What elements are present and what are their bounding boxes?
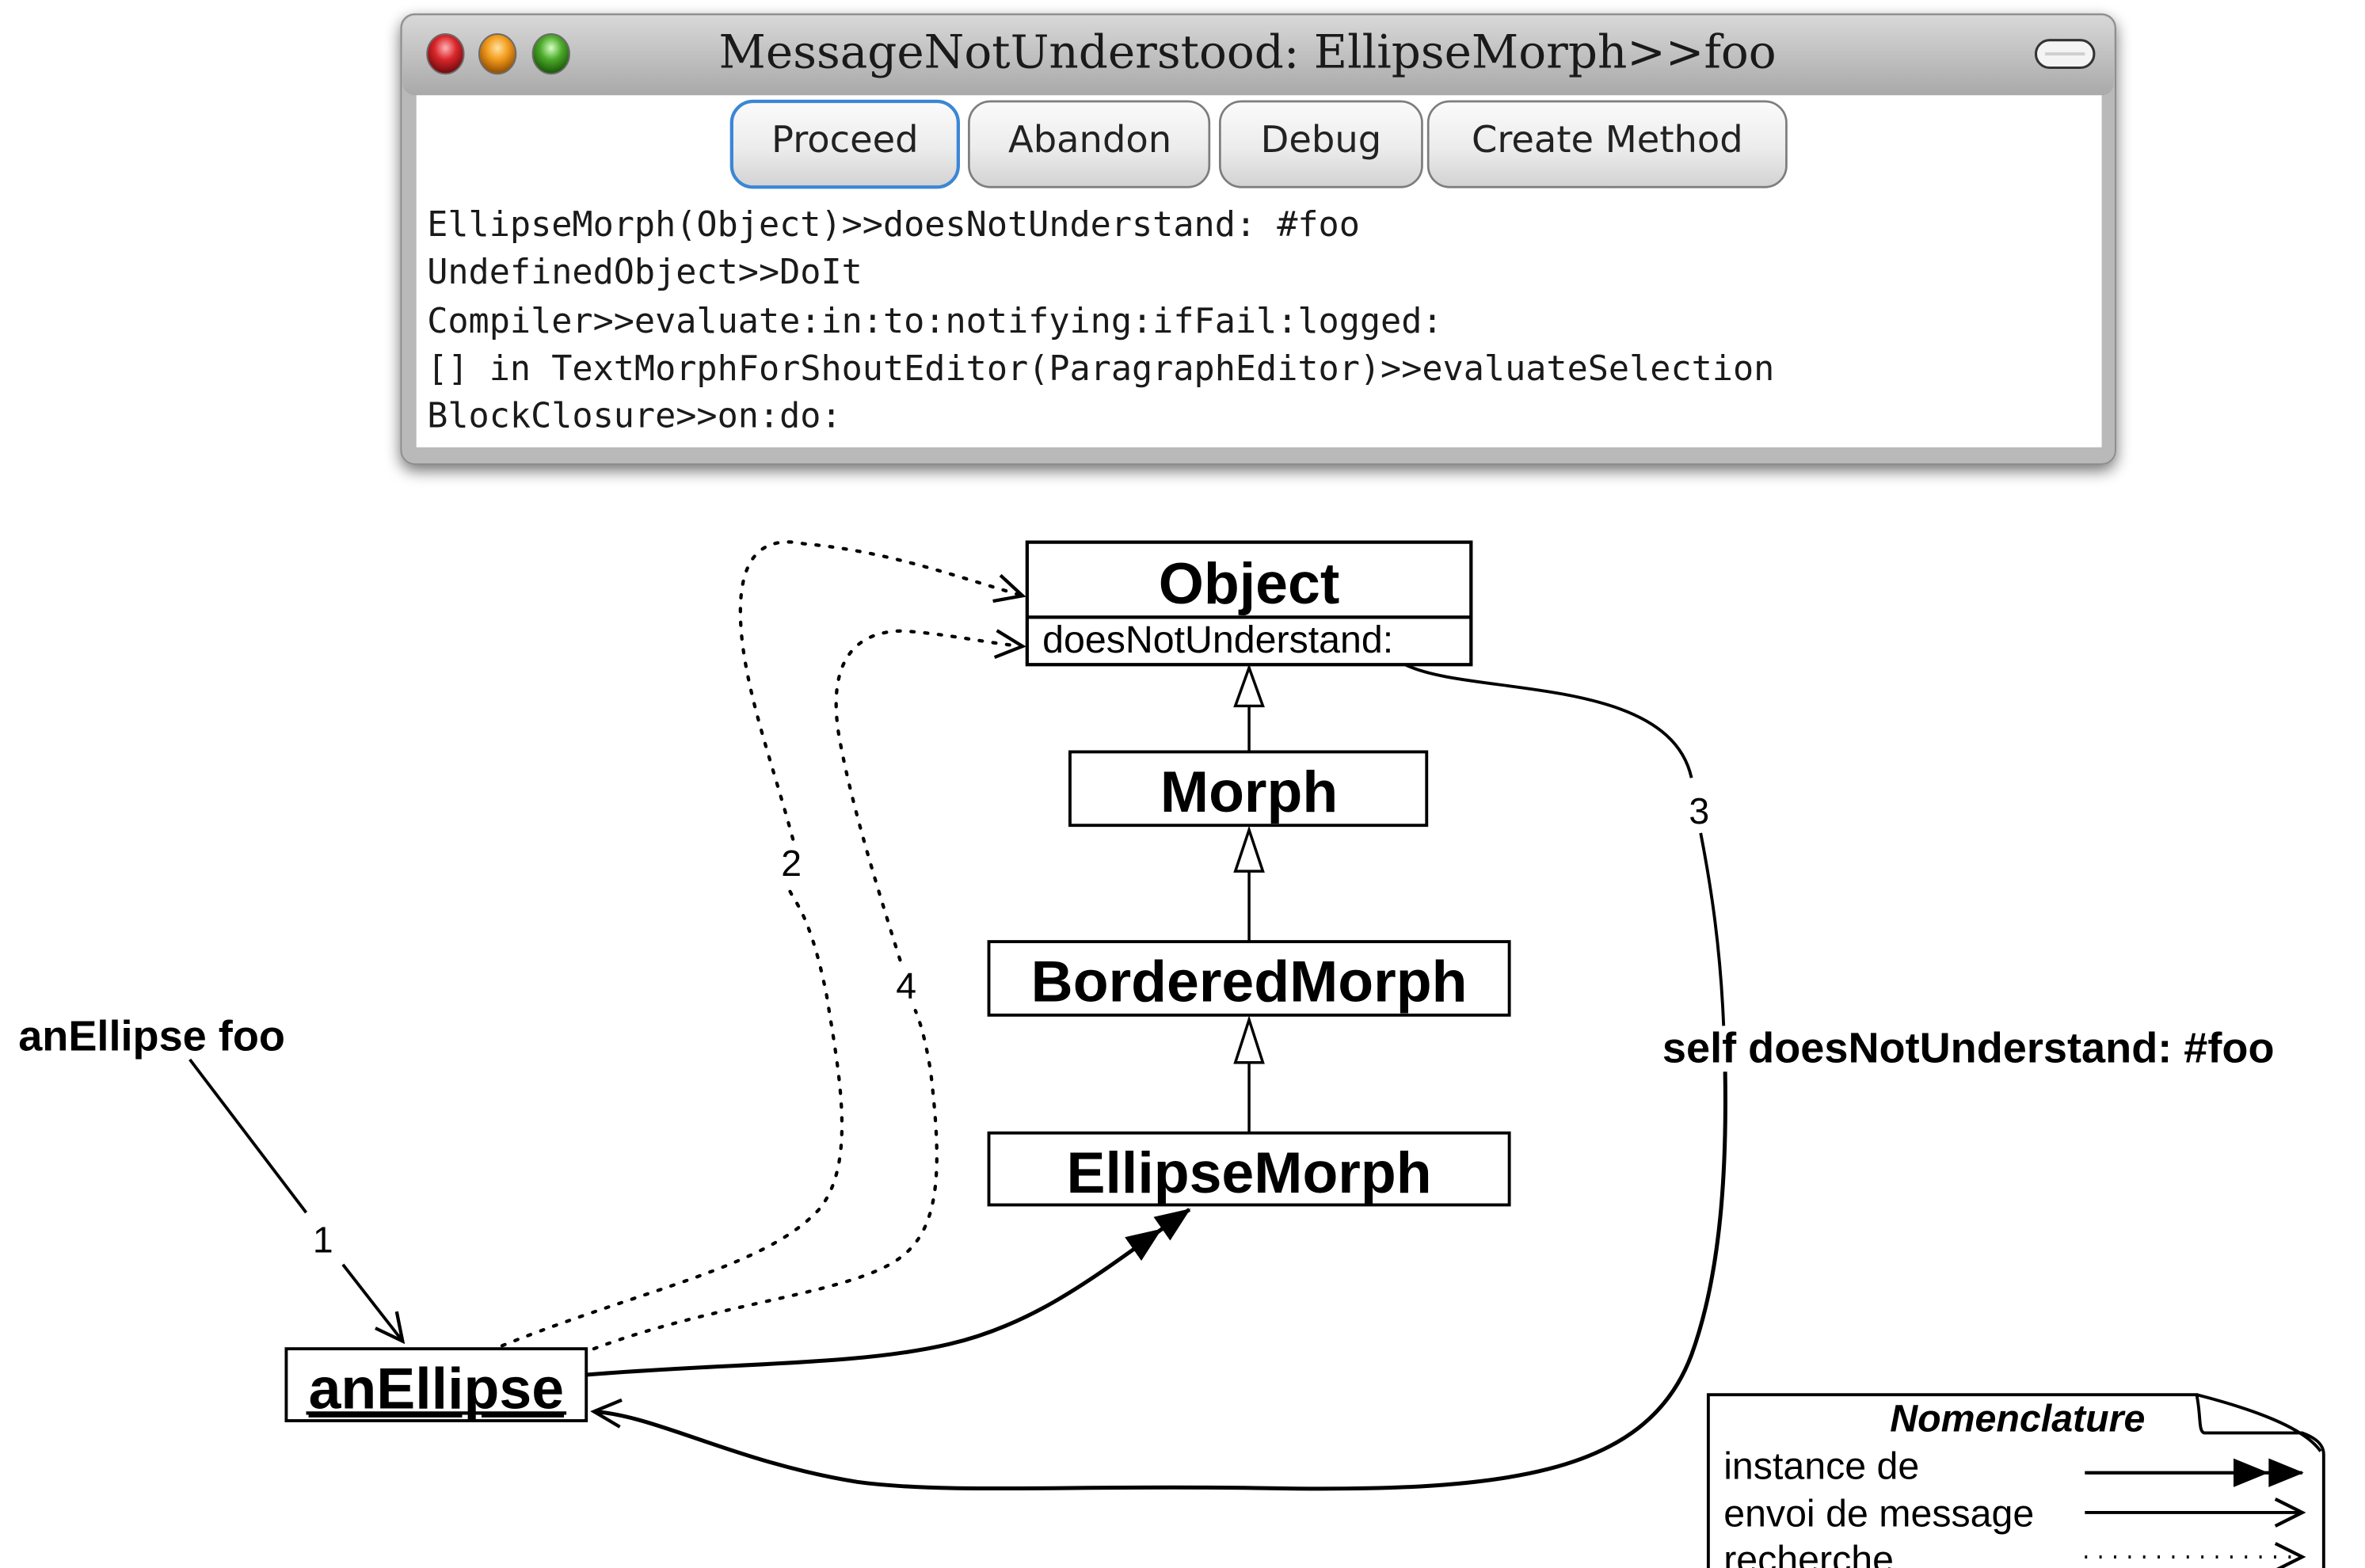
- proceed-label: Proceed: [771, 118, 919, 161]
- window-title: MessageNotUnderstood: EllipseMorph>>foo: [719, 25, 1777, 79]
- class-morph-name: Morph: [1160, 759, 1338, 824]
- debug-label: Debug: [1261, 118, 1382, 161]
- step-label-1: 1: [313, 1219, 333, 1260]
- stack-frame[interactable]: BlockClosure>>on:do:: [427, 397, 841, 436]
- message-arrow-1: 1: [189, 1058, 403, 1342]
- inheritance-arrow: [1233, 663, 1265, 752]
- collapse-button[interactable]: [2034, 39, 2096, 70]
- debug-button[interactable]: Debug: [1218, 100, 1423, 188]
- message-arrow-3: 3 self doesNotUnderstand: #foo: [594, 663, 2275, 1491]
- dnu-send-label: self doesNotUnderstand: #foo: [1662, 1025, 2275, 1072]
- class-ellipse-morph: EllipseMorph: [987, 1131, 1511, 1207]
- legend-label-lookup: recherche: [1723, 1538, 1894, 1568]
- abandon-button[interactable]: Abandon: [968, 100, 1211, 188]
- create-method-button[interactable]: Create Method: [1426, 100, 1788, 188]
- step-label-4: 4: [896, 965, 916, 1007]
- abandon-label: Abandon: [1008, 118, 1171, 161]
- minimize-button[interactable]: [478, 33, 517, 75]
- method-does-not-understand: doesNotUnderstand:: [1042, 618, 1393, 661]
- lookup-arrow-4: 4: [592, 631, 1023, 1351]
- legend-label-message-send: envoi de message: [1723, 1492, 2034, 1535]
- instance-of-arrow: [586, 1208, 1191, 1377]
- title-bar[interactable]: [402, 15, 2115, 96]
- inheritance-arrow: [1233, 825, 1265, 942]
- stack-frame[interactable]: Compiler>>evaluate:in:to:notifying:ifFai…: [427, 302, 1442, 341]
- stack-frame[interactable]: UndefinedObject>>DoIt: [427, 253, 863, 292]
- message-send-label: anEllipse foo: [18, 1012, 285, 1060]
- step-label-2: 2: [781, 843, 802, 884]
- maximize-button[interactable]: [531, 33, 570, 75]
- stack-frame[interactable]: [] in TextMorphForShoutEditor(ParagraphE…: [427, 349, 1774, 389]
- create-method-label: Create Method: [1472, 118, 1743, 161]
- class-bordered-morph-name: BorderedMorph: [1031, 949, 1468, 1014]
- class-object-name: Object: [1159, 551, 1340, 616]
- close-button[interactable]: [426, 33, 465, 75]
- instance-name: anEllipse: [309, 1357, 564, 1421]
- stack-frame[interactable]: EllipseMorph(Object)>>doesNotUnderstand:…: [427, 205, 1360, 245]
- inheritance-arrow: [1233, 1014, 1265, 1133]
- legend: Nomenclature instance de envoi de messag…: [1706, 1393, 2325, 1568]
- class-morph: Morph: [1068, 750, 1429, 828]
- class-object: Object doesNotUnderstand:: [1025, 540, 1473, 667]
- proceed-button[interactable]: Proceed: [729, 99, 960, 189]
- class-bordered-morph: BorderedMorph: [987, 940, 1511, 1017]
- legend-label-instance-of: instance de: [1723, 1444, 1919, 1487]
- step-label-3: 3: [1689, 790, 1709, 832]
- lookup-arrow-2: 2: [500, 540, 1023, 1348]
- legend-title: Nomenclature: [1890, 1398, 2145, 1441]
- class-ellipse-morph-name: EllipseMorph: [1067, 1140, 1432, 1205]
- stack-trace: EllipseMorph(Object)>>doesNotUnderstand:…: [427, 205, 1774, 436]
- instance-an-ellipse: anEllipse: [284, 1347, 588, 1422]
